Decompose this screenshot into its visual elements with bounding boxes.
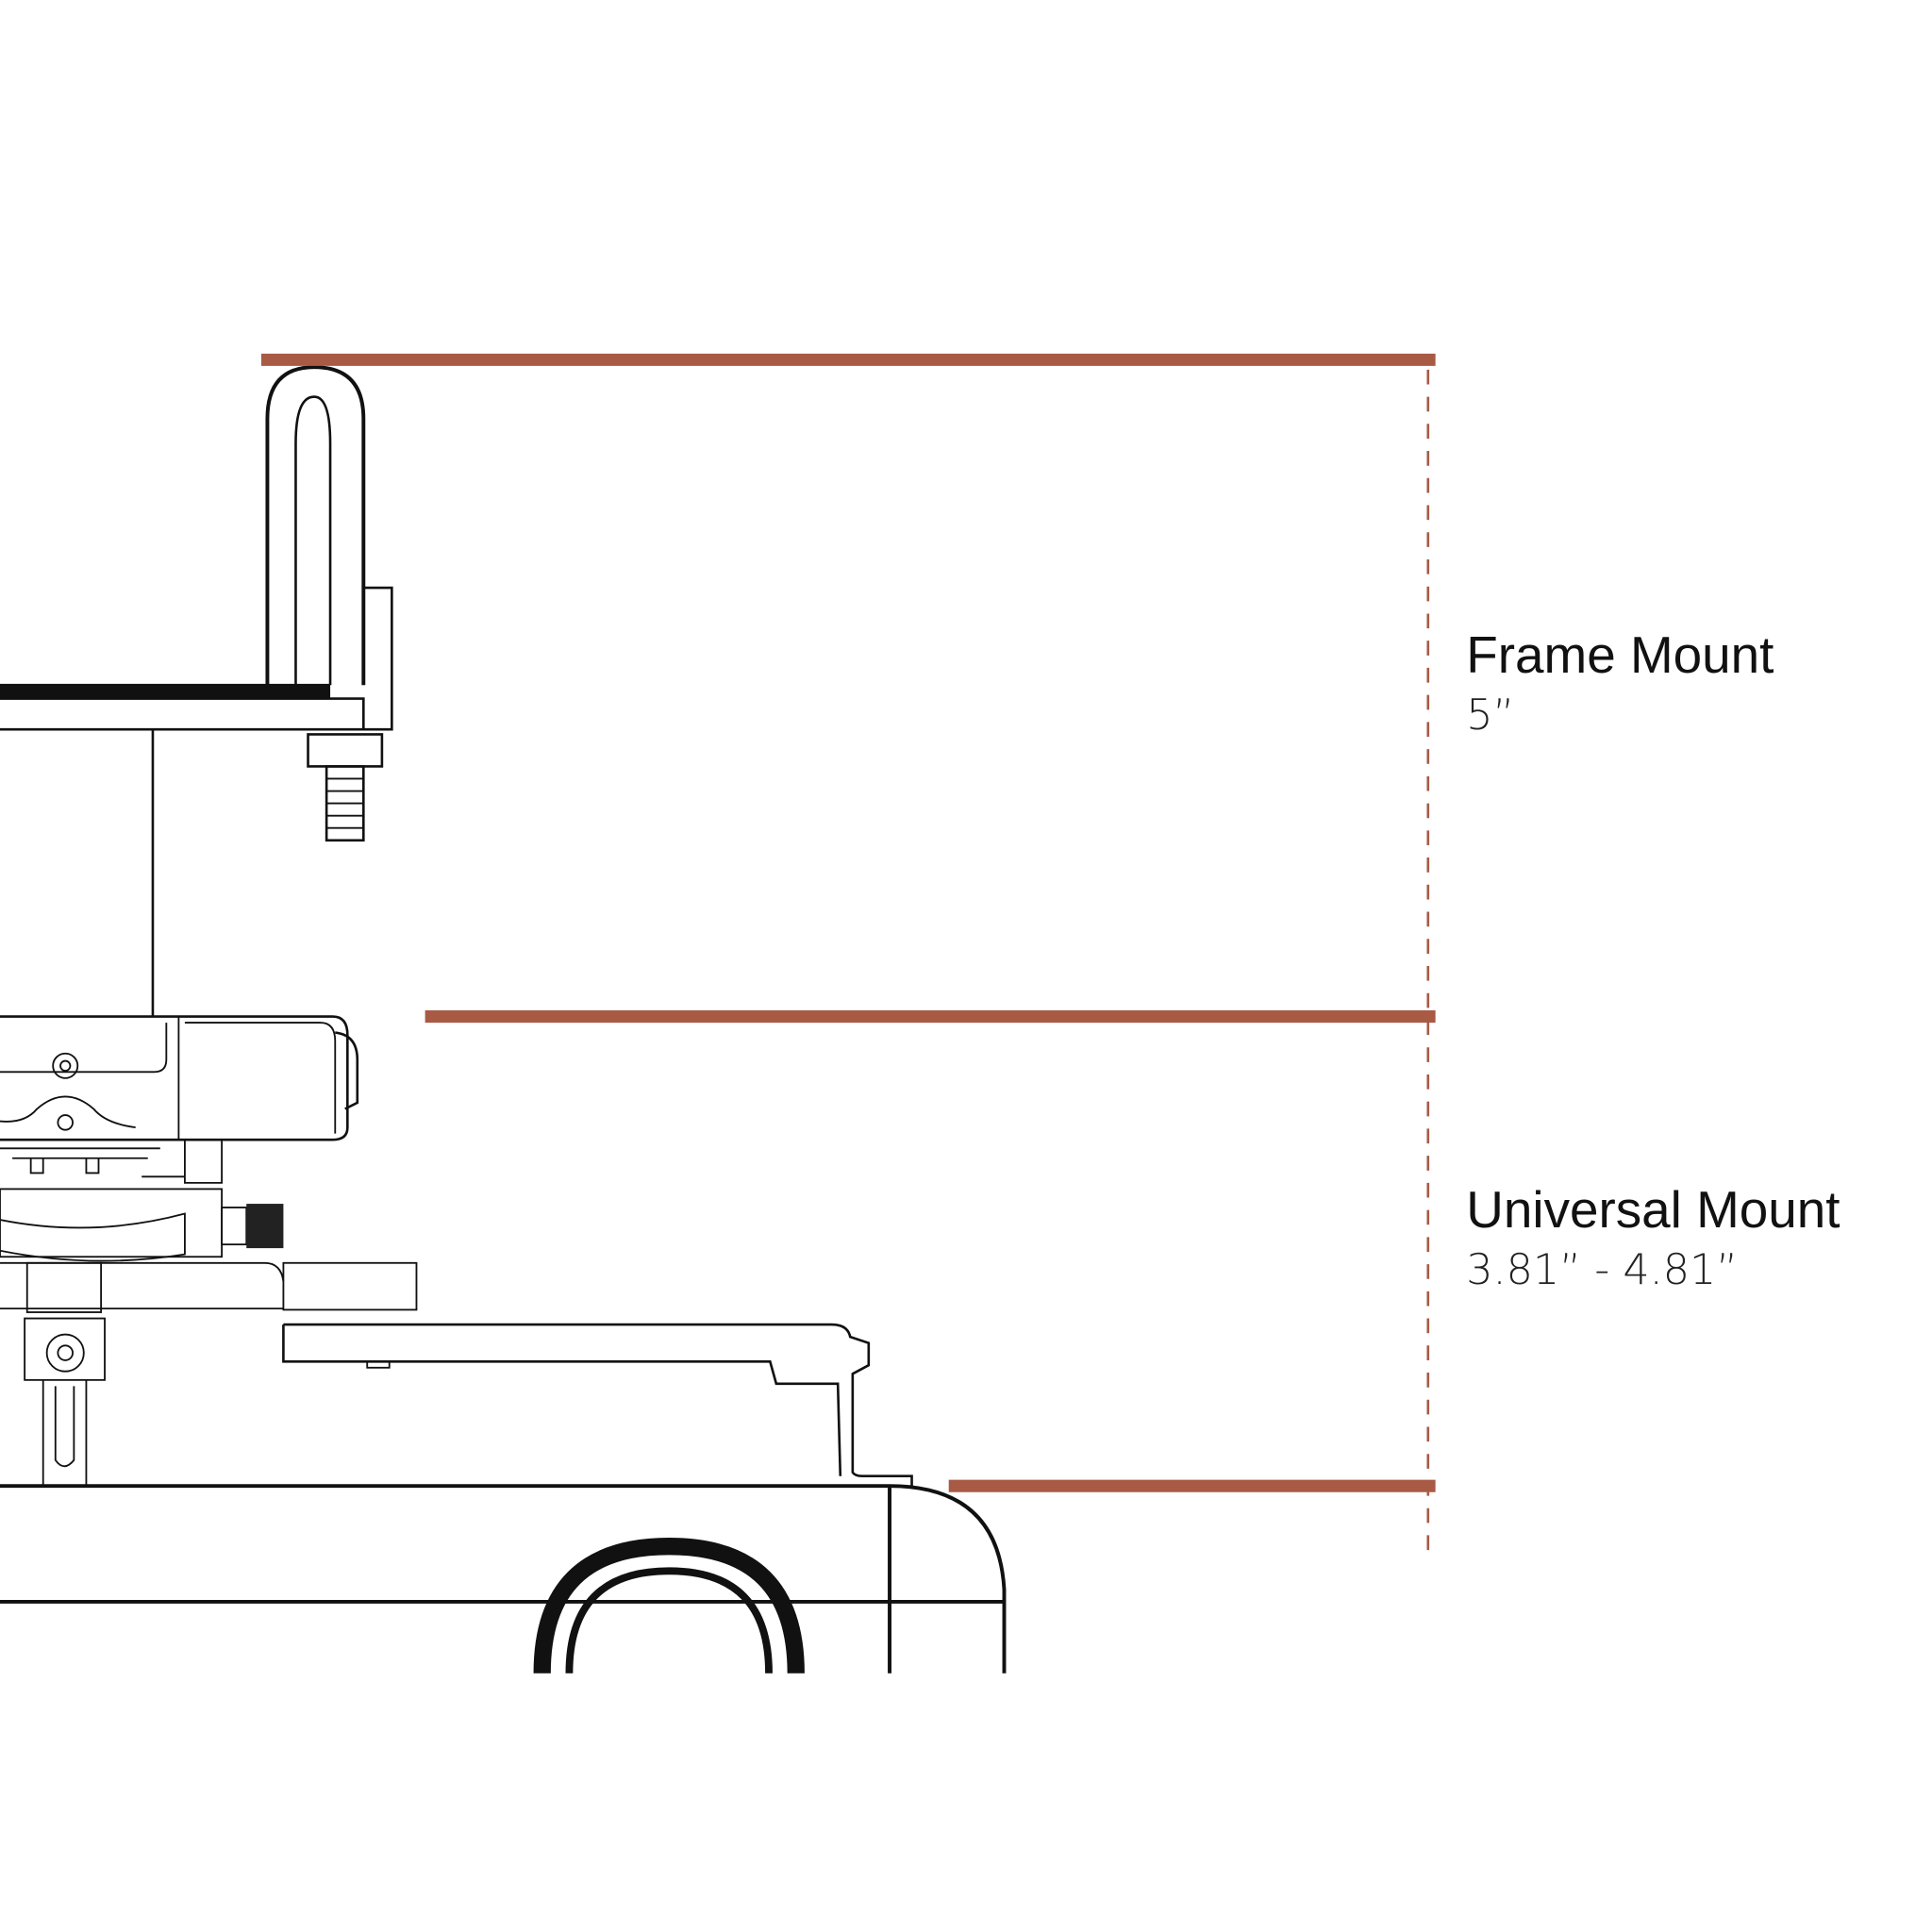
frame-mount-drawing: [0, 365, 393, 1017]
dimension-markers: [260, 353, 1436, 1556]
frame-mount-title: Frame Mount: [1466, 625, 1774, 684]
frame-mount-value: 5”: [1466, 691, 1514, 740]
vehicle-body-drawing: [0, 1484, 1007, 1674]
universal-mount-value: 3.81” - 4.81”: [1466, 1246, 1738, 1294]
universal-mount-drawing: [0, 1015, 913, 1487]
universal-mount-title: Universal Mount: [1466, 1180, 1840, 1239]
